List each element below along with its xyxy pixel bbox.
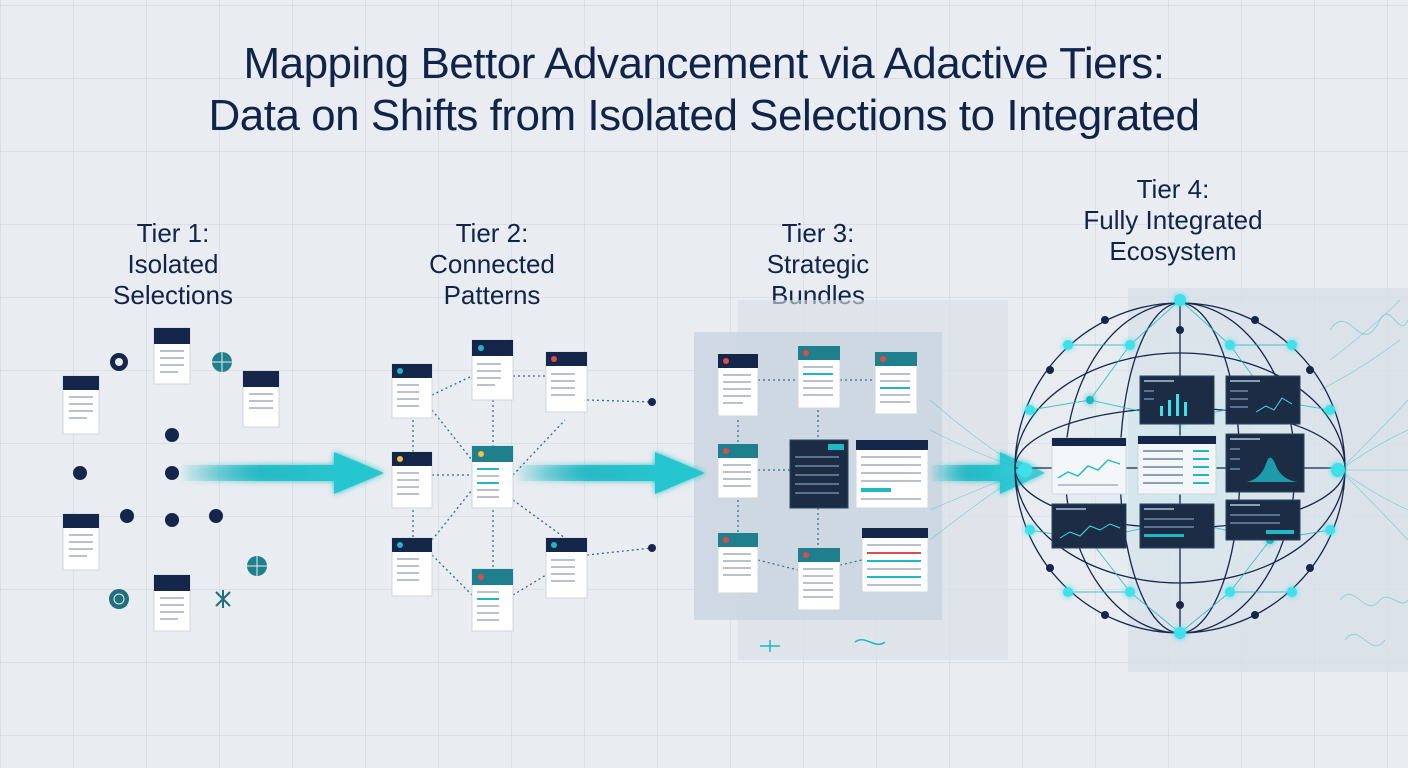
tier-3-card <box>861 527 929 593</box>
tier-3-card <box>717 353 759 417</box>
tier-3-card <box>717 443 759 499</box>
tier-1-card <box>62 513 100 571</box>
tier-2-group <box>391 339 656 632</box>
tier-2-line-2: Patterns <box>443 280 541 310</box>
tier-2-connections <box>412 375 653 596</box>
tier-2-card <box>471 568 514 632</box>
dashboard-panel <box>1225 433 1305 493</box>
tier-2-card <box>391 363 433 419</box>
tier-3-card <box>717 532 759 594</box>
tier-3-card <box>874 351 918 415</box>
tier-2-card <box>471 445 514 509</box>
dashboard-panel <box>1139 503 1215 549</box>
dashboard-panel <box>1051 503 1127 549</box>
tier-1-node <box>209 509 223 523</box>
tier-1-node <box>120 509 134 523</box>
dashboard-panel <box>1051 437 1127 495</box>
soccer-ball-icon <box>110 353 128 371</box>
dashboard-panel <box>1225 499 1301 541</box>
tier-1-line-1: Isolated <box>127 249 219 279</box>
arrow-tier-2-to-3 <box>515 452 705 494</box>
tier-1-line-2: Selections <box>113 280 233 310</box>
tier-4-group <box>929 278 1408 658</box>
arrow-tier-1-to-2 <box>180 452 384 494</box>
tier-3-card <box>797 345 841 409</box>
dashboard-panel <box>1225 375 1301 425</box>
title-line-2: Data on Shifts from Isolated Selections … <box>208 91 1200 140</box>
basketball-icon <box>247 556 267 576</box>
tier-3-card <box>797 547 841 611</box>
tier-3-line-1: Strategic <box>766 249 870 279</box>
tier-2-card <box>471 339 514 401</box>
network-node-icon <box>215 590 231 608</box>
page-title: Mapping Bettor Advancement via Adactive … <box>0 38 1408 142</box>
tier-1-node <box>165 513 179 527</box>
tier-1-node <box>73 466 87 480</box>
tier-1-heading: Tier 1: <box>136 218 210 248</box>
basketball-icon <box>212 352 232 372</box>
tier-2-card <box>545 537 588 599</box>
tier-3-card <box>855 439 929 509</box>
tennis-ball-icon <box>109 589 129 609</box>
tier-1-label: Tier 1: Isolated Selections <box>53 218 293 311</box>
tier-2-node <box>648 544 656 552</box>
tier-3-heading: Tier 3: <box>781 218 855 248</box>
tier-1-card <box>242 370 280 428</box>
tier-1-card <box>153 327 191 385</box>
title-line-1: Mapping Bettor Advancement via Adactive … <box>243 39 1165 88</box>
tier-1-node <box>165 466 179 480</box>
decorative-wave <box>1329 313 1408 647</box>
tier-3-dark-card <box>789 439 849 509</box>
tier-3-glyph <box>760 639 886 652</box>
tier-1-group <box>62 327 280 632</box>
tier-4-line-1: Fully Integrated <box>1083 205 1263 235</box>
tier-4-label: Tier 4: Fully Integrated Ecosystem <box>1053 174 1293 267</box>
tier-1-node <box>165 428 179 442</box>
dashboard-panel <box>1137 435 1217 495</box>
tier-2-node <box>648 398 656 406</box>
tier-2-card <box>545 351 588 413</box>
tier-2-card <box>391 451 433 509</box>
tier-4-line-2: Ecosystem <box>1109 236 1237 266</box>
tier-1-card <box>62 375 100 435</box>
dashboard-panel <box>1139 375 1215 425</box>
tier-2-line-1: Connected <box>429 249 555 279</box>
tier-3-connections <box>737 379 875 571</box>
tier-2-heading: Tier 2: <box>455 218 529 248</box>
tier-4-heading: Tier 4: <box>1136 174 1210 204</box>
tier-2-label: Tier 2: Connected Patterns <box>372 218 612 311</box>
sphere-dark-nodes <box>1046 316 1314 619</box>
tier-1-card <box>153 574 191 632</box>
tier-3-group <box>717 345 929 652</box>
tier-2-card <box>391 537 433 597</box>
